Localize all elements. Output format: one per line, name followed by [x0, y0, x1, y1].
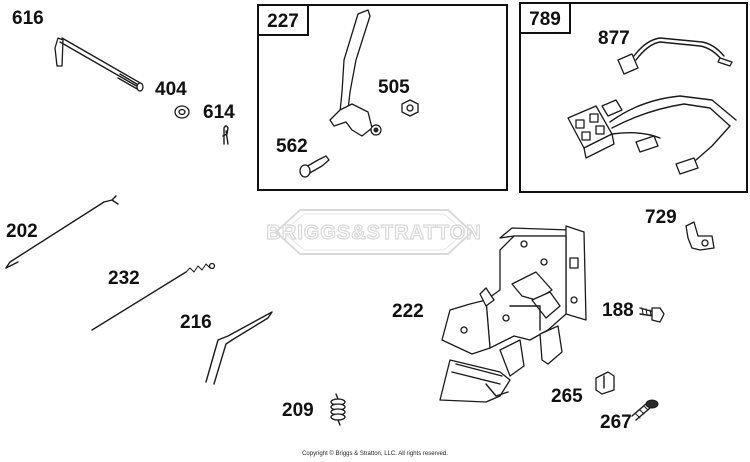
label-265: 265: [551, 386, 583, 407]
kit-box-227: [257, 4, 508, 191]
part-562-pin: [299, 155, 330, 178]
kit-tag-227: [257, 4, 309, 36]
label-614: 614: [203, 102, 235, 123]
kit-tag-789: [519, 2, 571, 34]
label-216: 216: [180, 312, 212, 333]
label-562: 562: [276, 136, 308, 157]
label-232: 232: [108, 268, 140, 289]
label-209: 209: [282, 400, 314, 421]
label-505: 505: [378, 77, 410, 98]
label-222: 222: [392, 301, 424, 322]
part-209-spring: [330, 393, 346, 426]
kit-box-789: [519, 2, 748, 193]
part-188-screw: [639, 307, 665, 323]
part-404-washer: [174, 105, 190, 119]
part-505-nut: [401, 99, 419, 117]
label-616: 616: [12, 8, 44, 29]
part-222-bracket: [439, 225, 587, 403]
label-267: 267: [600, 412, 632, 433]
part-227-lever: [329, 9, 382, 137]
part-729-clip: [685, 221, 715, 251]
watermark-logo: BRIGGS&STRATTON: [266, 209, 481, 255]
part-265-clip: [595, 371, 615, 395]
copyright-notice: Copyright © Briggs & Stratton, LLC. All …: [302, 451, 448, 457]
part-616-shaft: [54, 37, 144, 92]
part-202-rod: [5, 195, 119, 269]
label-404: 404: [155, 79, 187, 100]
part-877-wire: [617, 37, 733, 75]
label-202: 202: [6, 221, 38, 242]
label-877: 877: [598, 28, 630, 49]
label-188: 188: [602, 300, 634, 321]
watermark-text: BRIGGS&STRATTON: [266, 222, 481, 244]
part-267-screw: [631, 399, 659, 421]
label-729: 729: [645, 207, 677, 228]
part-789-harness: [567, 95, 737, 175]
part-216-rod: [205, 311, 273, 385]
kit-label-789: 789: [529, 9, 561, 30]
kit-label-227: 227: [267, 11, 299, 32]
part-232-spring-link: [91, 262, 216, 331]
part-614-pin: [222, 125, 229, 145]
